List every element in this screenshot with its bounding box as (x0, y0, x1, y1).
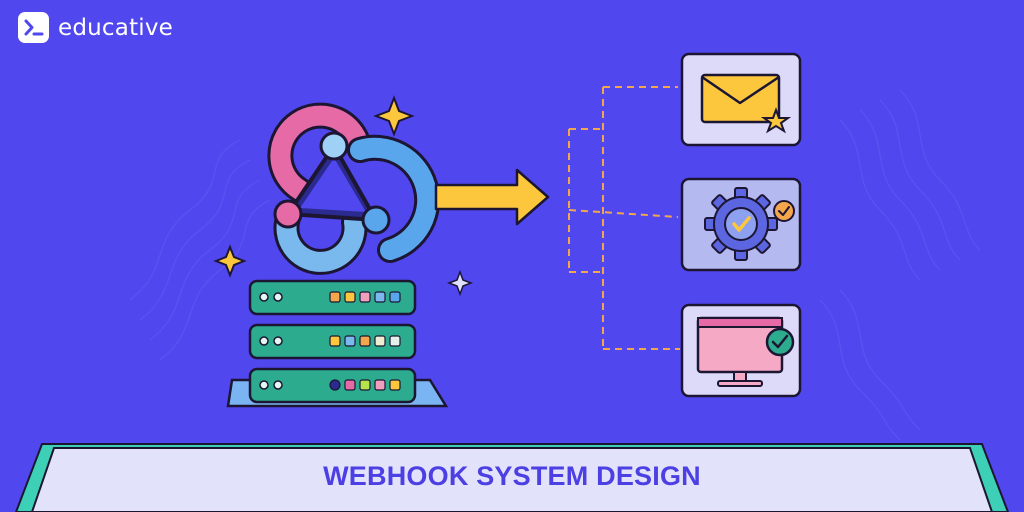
email-card (680, 52, 802, 147)
page-title: WEBHOOK SYSTEM DESIGN (323, 461, 701, 491)
brand-logo: educative (18, 12, 173, 43)
sparkle-small-icon (446, 269, 474, 297)
server-row (248, 279, 417, 316)
title-banner (14, 443, 1010, 512)
server-row (248, 367, 417, 404)
arrow-right-icon (434, 168, 550, 226)
email-star-icon (700, 73, 792, 134)
terminal-prompt-icon (18, 12, 49, 43)
server-stack-icon (226, 279, 449, 408)
gear-card (680, 177, 802, 272)
dashed-connectors (568, 86, 680, 350)
monitor-card (680, 303, 802, 398)
brand-name: educative (58, 14, 174, 41)
sparkle-icon (213, 95, 415, 278)
monitor-check-icon (696, 316, 795, 387)
gear-check-icon (704, 187, 795, 261)
server-row (248, 323, 417, 360)
webhook-logo-icon (267, 102, 441, 275)
background-waves (129, 89, 981, 441)
